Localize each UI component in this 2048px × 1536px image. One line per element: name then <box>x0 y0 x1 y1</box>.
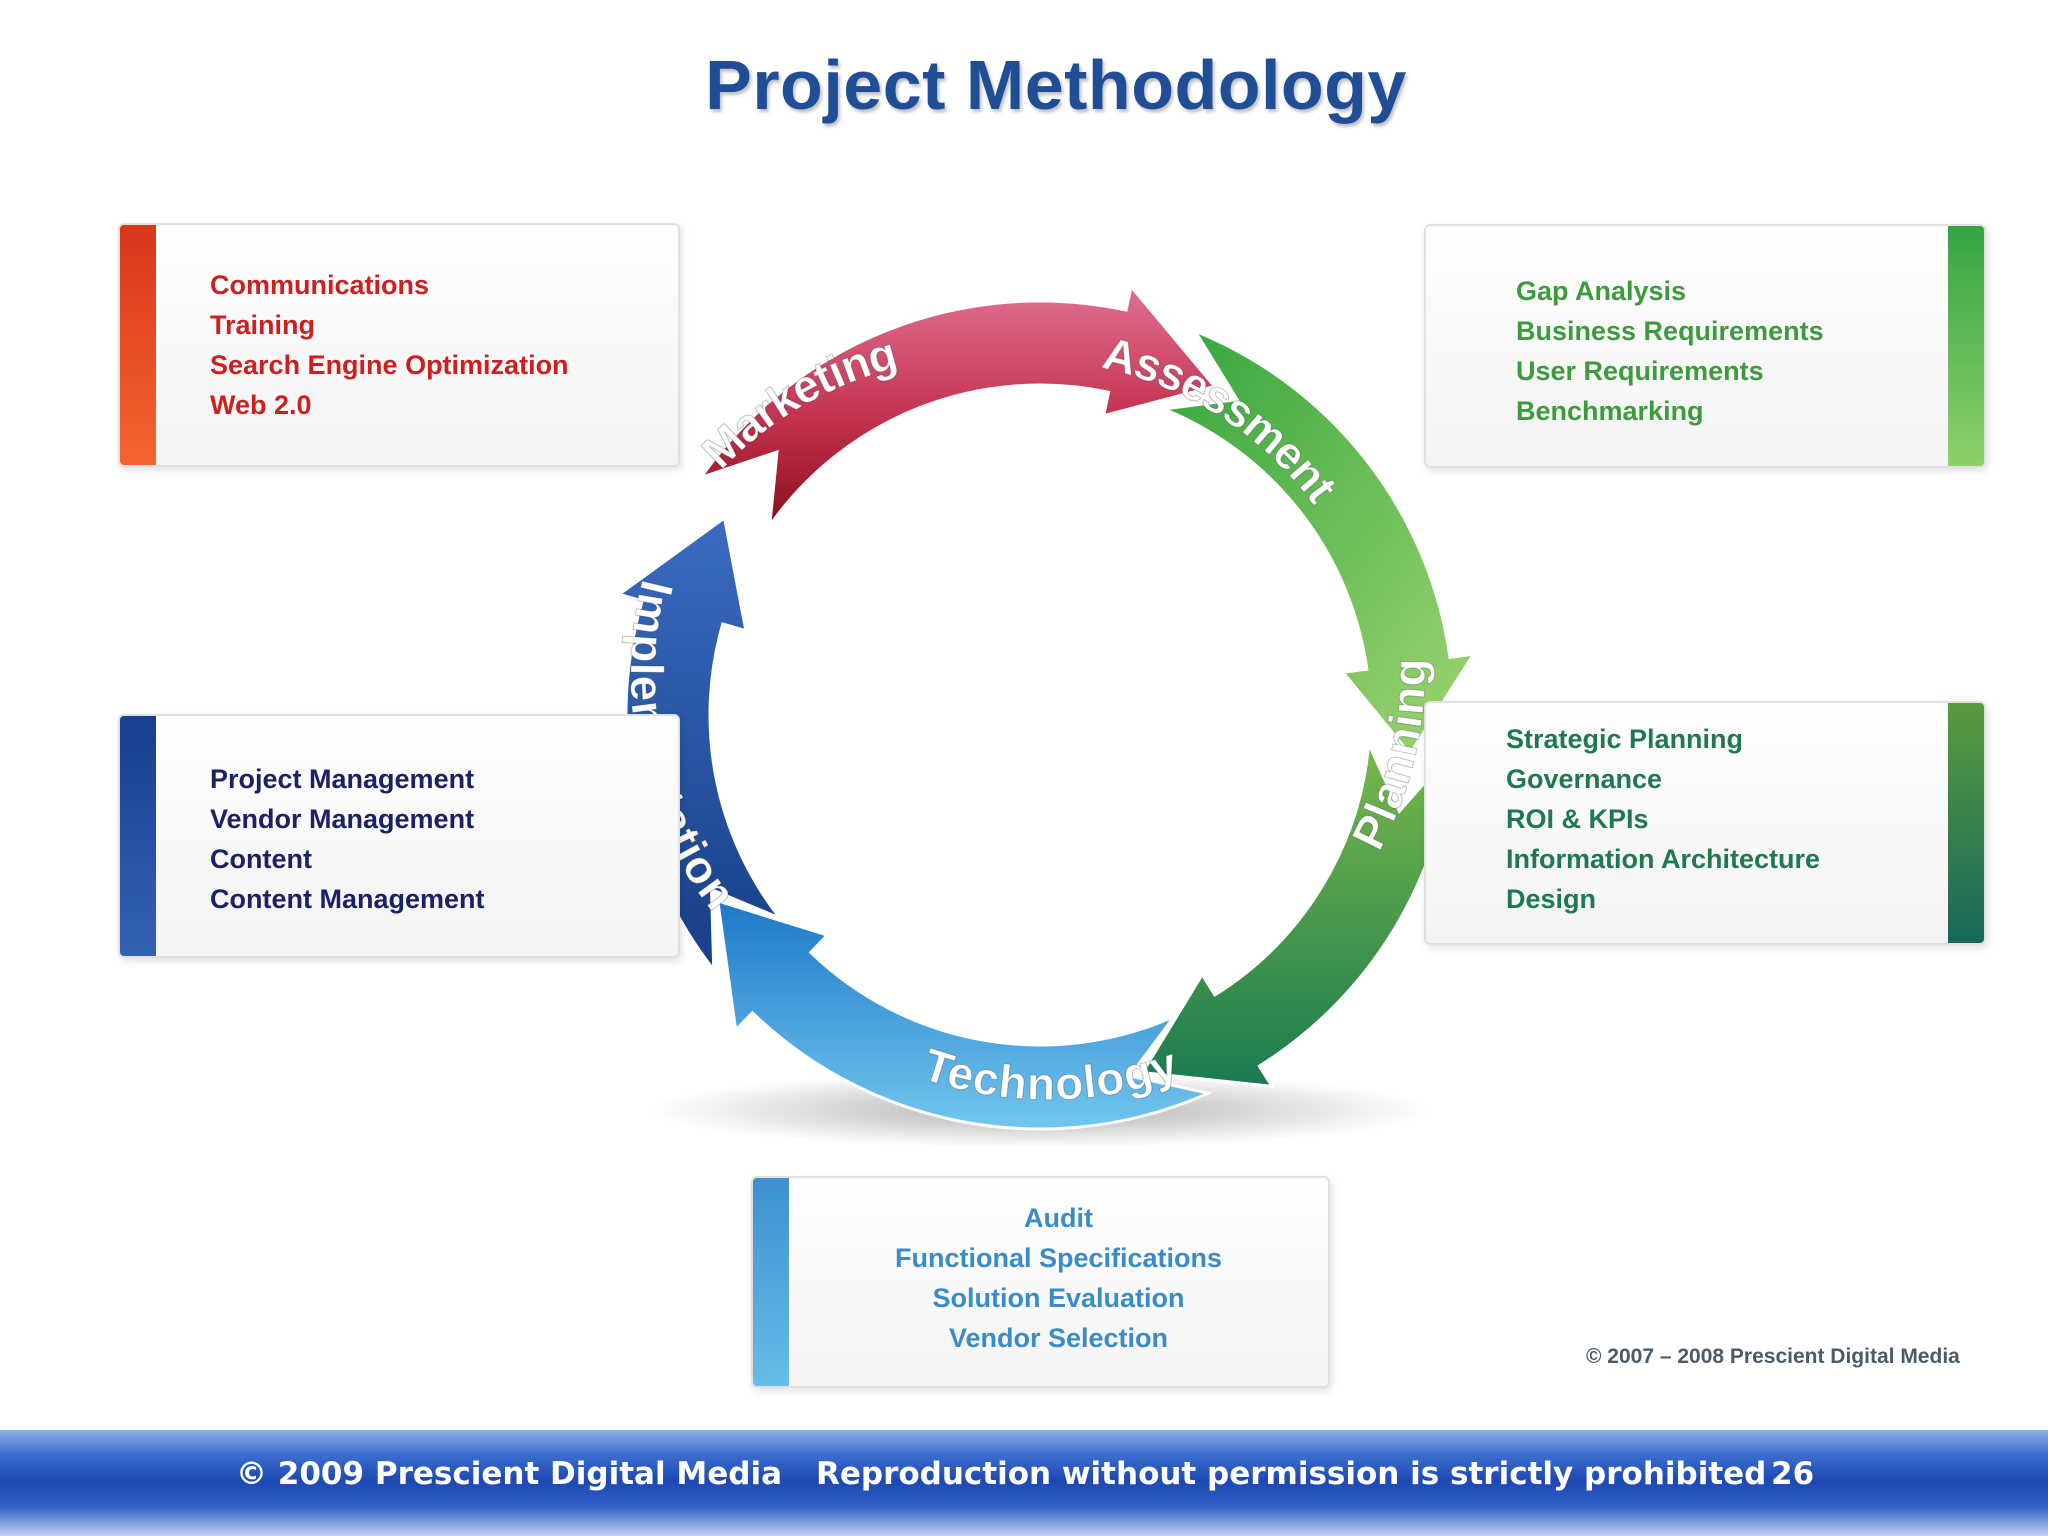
planning-accent-bar <box>1948 703 1984 943</box>
assessment-details-box: Gap Analysis Business Requirements User … <box>1424 224 1986 468</box>
planning-details-box: Strategic Planning Governance ROI & KPIs… <box>1424 701 1986 945</box>
implementation-accent-bar <box>120 716 156 956</box>
page-number: 26 <box>1771 1456 1814 1492</box>
list-item: Business Requirements <box>1516 311 1824 351</box>
list-item: Training <box>210 305 569 345</box>
list-item: Vendor Selection <box>789 1318 1328 1358</box>
list-item: Vendor Management <box>210 799 485 839</box>
list-item: Functional Specifications <box>789 1238 1328 1278</box>
footer-copyright: © 2009 Prescient Digital Media <box>236 1456 782 1492</box>
list-item: Design <box>1506 879 1820 919</box>
list-item: Gap Analysis <box>1516 271 1824 311</box>
marketing-accent-bar <box>120 225 156 465</box>
list-item: Information Architecture <box>1506 839 1820 879</box>
list-item: Communications <box>210 265 569 305</box>
marketing-items-list: Communications Training Search Engine Op… <box>210 265 569 425</box>
technology-accent-bar <box>753 1178 789 1386</box>
diagram-copyright: © 2007 – 2008 Prescient Digital Media <box>1586 1345 1960 1369</box>
list-item: Strategic Planning <box>1506 719 1820 759</box>
assessment-accent-bar <box>1948 226 1984 466</box>
list-item: Search Engine Optimization <box>210 345 569 385</box>
list-item: Solution Evaluation <box>789 1278 1328 1318</box>
assessment-items-list: Gap Analysis Business Requirements User … <box>1516 271 1824 431</box>
list-item: User Requirements <box>1516 351 1824 391</box>
list-item: Project Management <box>210 759 485 799</box>
implementation-items-list: Project Management Vendor Management Con… <box>210 759 485 919</box>
list-item: Content Management <box>210 879 485 919</box>
technology-details-box: Audit Functional Specifications Solution… <box>751 1176 1330 1388</box>
implementation-details-box: Project Management Vendor Management Con… <box>118 714 680 958</box>
technology-items-list: Audit Functional Specifications Solution… <box>789 1198 1328 1358</box>
list-item: Governance <box>1506 759 1820 799</box>
list-item: Web 2.0 <box>210 385 569 425</box>
footer-bar: © 2009 Prescient Digital Media Reproduct… <box>0 1430 2048 1536</box>
list-item: Benchmarking <box>1516 391 1824 431</box>
planning-items-list: Strategic Planning Governance ROI & KPIs… <box>1506 719 1820 919</box>
list-item: Content <box>210 839 485 879</box>
footer-notice: Reproduction without permission is stric… <box>816 1456 1766 1492</box>
marketing-details-box: Communications Training Search Engine Op… <box>118 223 680 467</box>
list-item: Audit <box>789 1198 1328 1238</box>
list-item: ROI & KPIs <box>1506 799 1820 839</box>
